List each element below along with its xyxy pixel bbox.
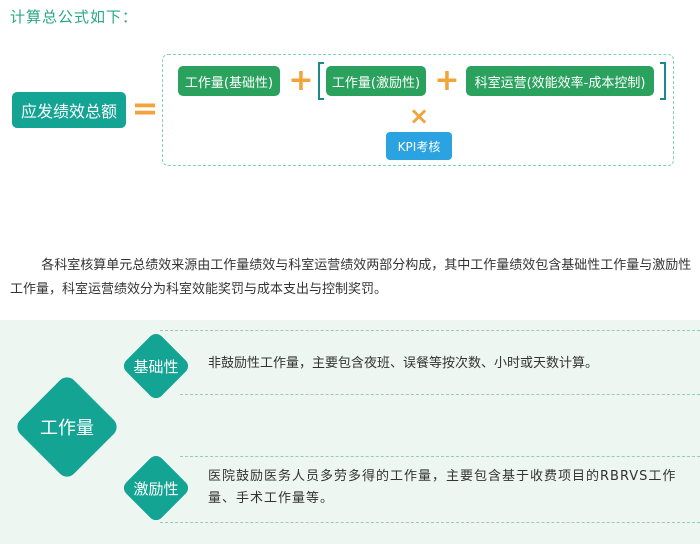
kpi-label: KPI考核 xyxy=(397,139,441,154)
middle-dash-line xyxy=(180,394,700,395)
incentive-workload-pill: 工作量(激励性) xyxy=(326,66,426,96)
total-performance-box: 应发绩效总额 xyxy=(12,92,126,128)
basic-diamond-label: 基础性 xyxy=(133,357,179,376)
incentive-workload-label: 工作量(激励性) xyxy=(331,75,421,91)
lower-dash-line xyxy=(180,456,700,457)
formula-box xyxy=(162,54,674,166)
basic-workload-pill: 工作量(基础性) xyxy=(178,66,280,96)
right-bracket xyxy=(660,62,666,100)
left-bracket xyxy=(318,62,324,100)
workload-diamond: 工作量 xyxy=(12,372,122,482)
incentive-diamond-label: 激励性 xyxy=(133,479,179,498)
operation-pill: 科室运营(效能效率-成本控制) xyxy=(466,66,654,96)
equals-sign: = xyxy=(131,89,159,127)
incentive-diamond: 激励性 xyxy=(120,452,192,524)
workload-diamond-label: 工作量 xyxy=(40,418,94,439)
plus-sign-1: + xyxy=(288,63,314,98)
basic-workload-label: 工作量(基础性) xyxy=(184,75,274,91)
total-performance-label: 应发绩效总额 xyxy=(20,102,117,121)
page-heading: 计算总公式如下： xyxy=(10,8,139,26)
incentive-description: 医院鼓励医务人员多劳多得的工作量，主要包含基于收费项目的RBRVS工作量、手术工… xyxy=(208,469,677,506)
bottom-dash-line xyxy=(160,522,700,523)
plus-sign-2: + xyxy=(434,63,460,98)
basic-description: 非鼓励性工作量，主要包含夜班、误餐等按次数、小时或天数计算。 xyxy=(208,356,599,371)
basic-diamond: 基础性 xyxy=(120,330,192,402)
workload-section xyxy=(0,320,700,544)
kpi-box: KPI考核 xyxy=(386,132,452,160)
times-sign: × xyxy=(408,102,430,130)
top-dash-line xyxy=(160,330,700,331)
operation-label: 科室运营(效能效率-成本控制) xyxy=(474,75,646,91)
description-paragraph: 各科室核算单元总绩效来源由工作量绩效与科室运营绩效两部分构成，其中工作量绩效包含… xyxy=(10,258,692,297)
